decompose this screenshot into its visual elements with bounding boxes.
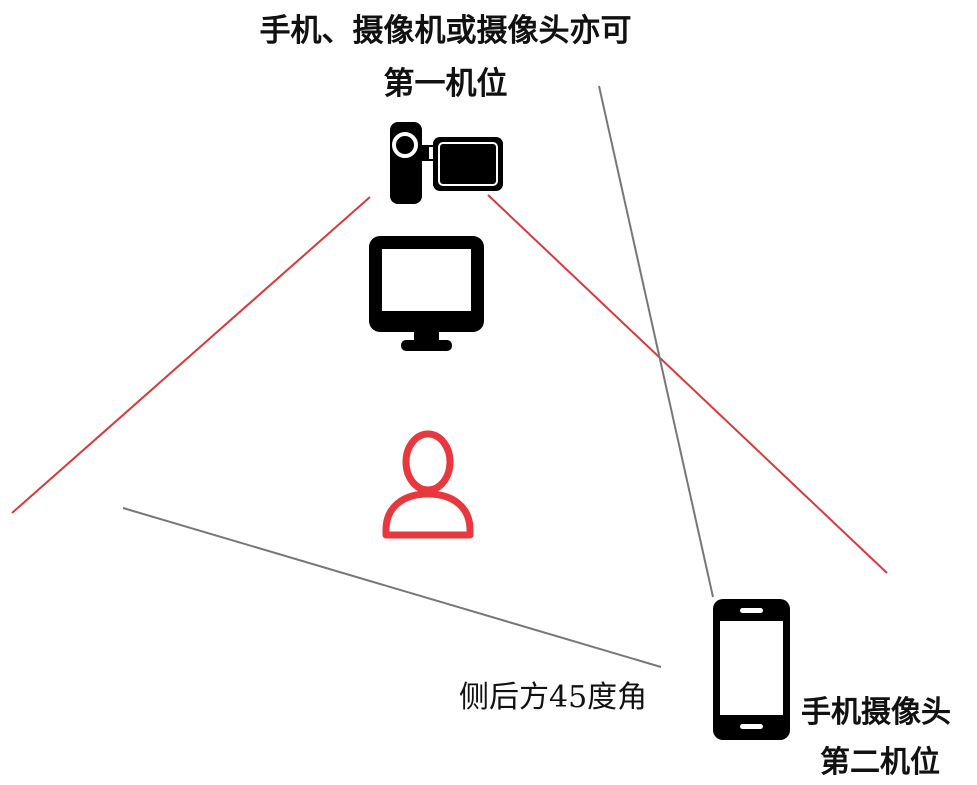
side-angle-label: 侧后方45度角 [459,680,648,715]
second-camera-view-line-top [598,85,714,598]
second-camera-caption-line2: 第二机位 [820,745,940,780]
monitor-icon [369,236,484,351]
smartphone-icon [713,599,790,740]
first-camera-caption-line2: 第一机位 [383,66,508,102]
person-icon [382,430,474,539]
first-camera-view-line-left [11,196,371,514]
second-camera-view-line-left [122,507,662,668]
first-camera-caption-line1: 手机、摄像机或摄像头亦可 [259,13,632,49]
video-camera-icon [390,122,503,204]
second-camera-caption-line1: 手机摄像头 [801,695,951,730]
first-camera-view-line-right [487,194,888,574]
